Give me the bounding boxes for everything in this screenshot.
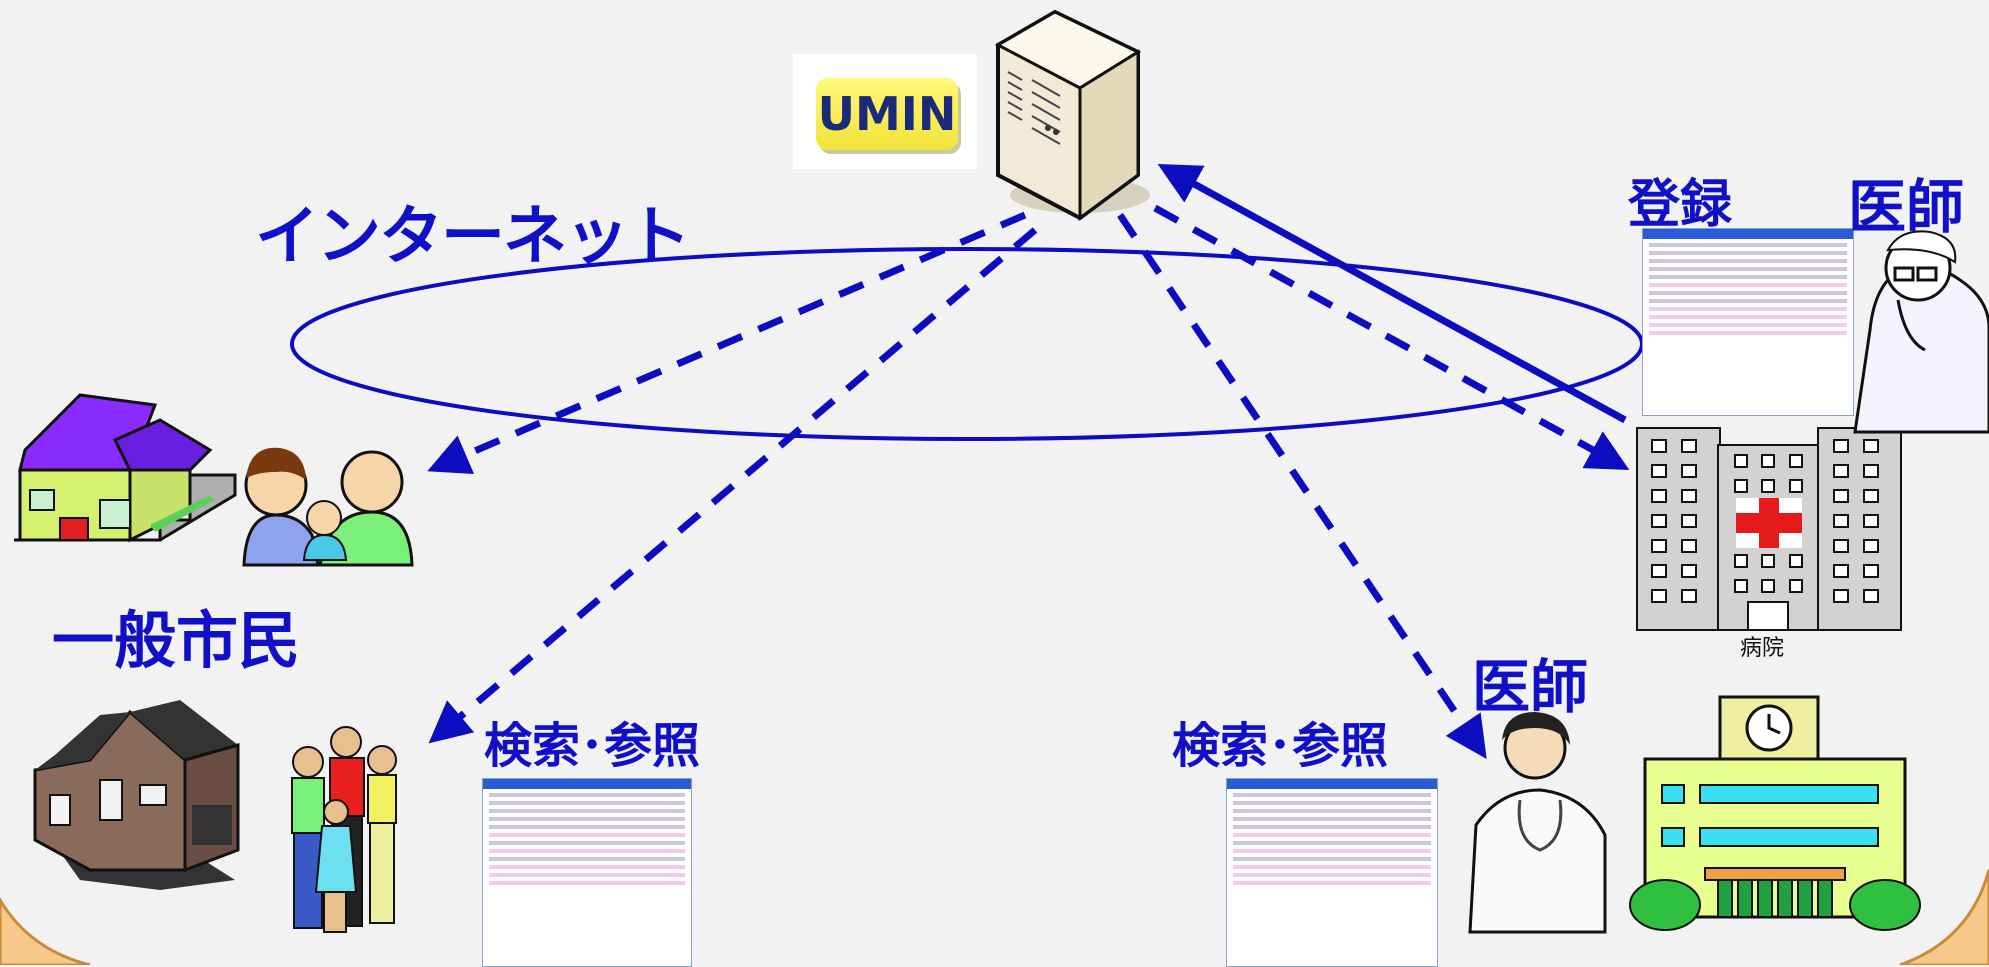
- family-icon: [291, 726, 397, 933]
- family-icon: [242, 447, 414, 567]
- server-icon: [994, 9, 1150, 221]
- web-screenshot-icon: [1642, 228, 1854, 416]
- house-icon: [14, 393, 237, 543]
- arrow-to-doctor-bottom: [1117, 213, 1487, 759]
- doctor-icon: [1853, 230, 1989, 434]
- search-label-left: 検索･参照: [484, 718, 701, 774]
- web-screenshot-icon: [482, 778, 692, 967]
- doctor-icon: [1468, 712, 1607, 934]
- house-icon: [33, 700, 240, 890]
- internet-ellipse: [290, 247, 1644, 441]
- arrow-to-search-left: [428, 227, 1038, 744]
- umin-logo: UMIN: [816, 78, 958, 150]
- hospital-label: 病院: [1740, 636, 1785, 661]
- register-label: 登録: [1628, 175, 1733, 235]
- doctor-label-bottom: 医師: [1472, 653, 1589, 721]
- search-label-right: 検索･参照: [1172, 718, 1389, 774]
- arrow-to-citizen: [427, 211, 1027, 475]
- citizen-label: 一般市民: [52, 604, 301, 677]
- hospital-icon: [1636, 427, 1902, 631]
- web-screenshot-icon: [1226, 778, 1438, 967]
- doctor-label-top: 医師: [1848, 173, 1965, 241]
- corner-decoration-left: [0, 897, 91, 965]
- clinic-icon: [1629, 695, 1921, 931]
- internet-label: インターネット: [255, 200, 691, 274]
- arrow-register-to-server: [1157, 163, 1627, 424]
- arrow-to-hospital: [1153, 204, 1630, 471]
